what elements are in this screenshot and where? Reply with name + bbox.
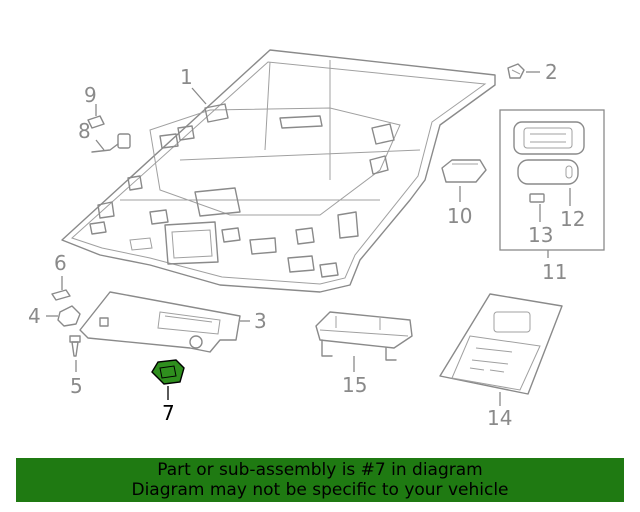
callout-11[interactable]: 11 — [542, 260, 567, 284]
sun-visor-part-3[interactable] — [79, 291, 241, 353]
banner-line-2: Diagram may not be specific to your vehi… — [131, 480, 509, 500]
lamp-assembly-group-box — [499, 109, 605, 251]
callout-8[interactable]: 8 — [78, 119, 91, 143]
highlighted-part-7[interactable] — [151, 359, 185, 385]
screw-part-5[interactable] — [69, 335, 81, 357]
bracket-part-15[interactable] — [315, 311, 413, 361]
parts-diagram: 1 2 3 4 5 6 7 8 9 10 11 12 13 14 15 — [28, 49, 605, 430]
callout-4[interactable]: 4 — [28, 304, 41, 328]
overhead-console-part-14[interactable] — [439, 293, 563, 395]
wire-harness-part-8[interactable] — [91, 133, 131, 153]
callout-15[interactable]: 15 — [342, 373, 367, 397]
callout-5[interactable]: 5 — [70, 374, 83, 398]
clip-part-6[interactable] — [51, 289, 71, 301]
bracket-part-4[interactable] — [57, 305, 81, 327]
dome-lamp-part-11[interactable] — [513, 121, 585, 155]
callout-6[interactable]: 6 — [54, 251, 67, 275]
lens-part-12[interactable] — [517, 159, 579, 185]
clip-part-2[interactable] — [507, 63, 525, 79]
info-banner: Part or sub-assembly is #7 in diagram Di… — [16, 458, 624, 502]
callout-13[interactable]: 13 — [528, 223, 553, 247]
push-pin-part-9[interactable] — [87, 115, 105, 129]
callout-14[interactable]: 14 — [487, 406, 512, 430]
callout-9[interactable]: 9 — [84, 83, 97, 107]
callout-7[interactable]: 7 — [162, 401, 175, 425]
callout-2[interactable]: 2 — [545, 60, 558, 84]
callout-12[interactable]: 12 — [560, 207, 585, 231]
callout-10[interactable]: 10 — [447, 204, 472, 228]
banner-line-1: Part or sub-assembly is #7 in diagram — [157, 460, 483, 480]
callout-3[interactable]: 3 — [254, 309, 267, 333]
headliner-part[interactable] — [61, 49, 496, 293]
leader-lines — [46, 71, 571, 406]
bulb-part-13[interactable] — [529, 193, 545, 203]
callout-1[interactable]: 1 — [180, 65, 193, 89]
coat-hook-part-10[interactable] — [441, 159, 487, 183]
